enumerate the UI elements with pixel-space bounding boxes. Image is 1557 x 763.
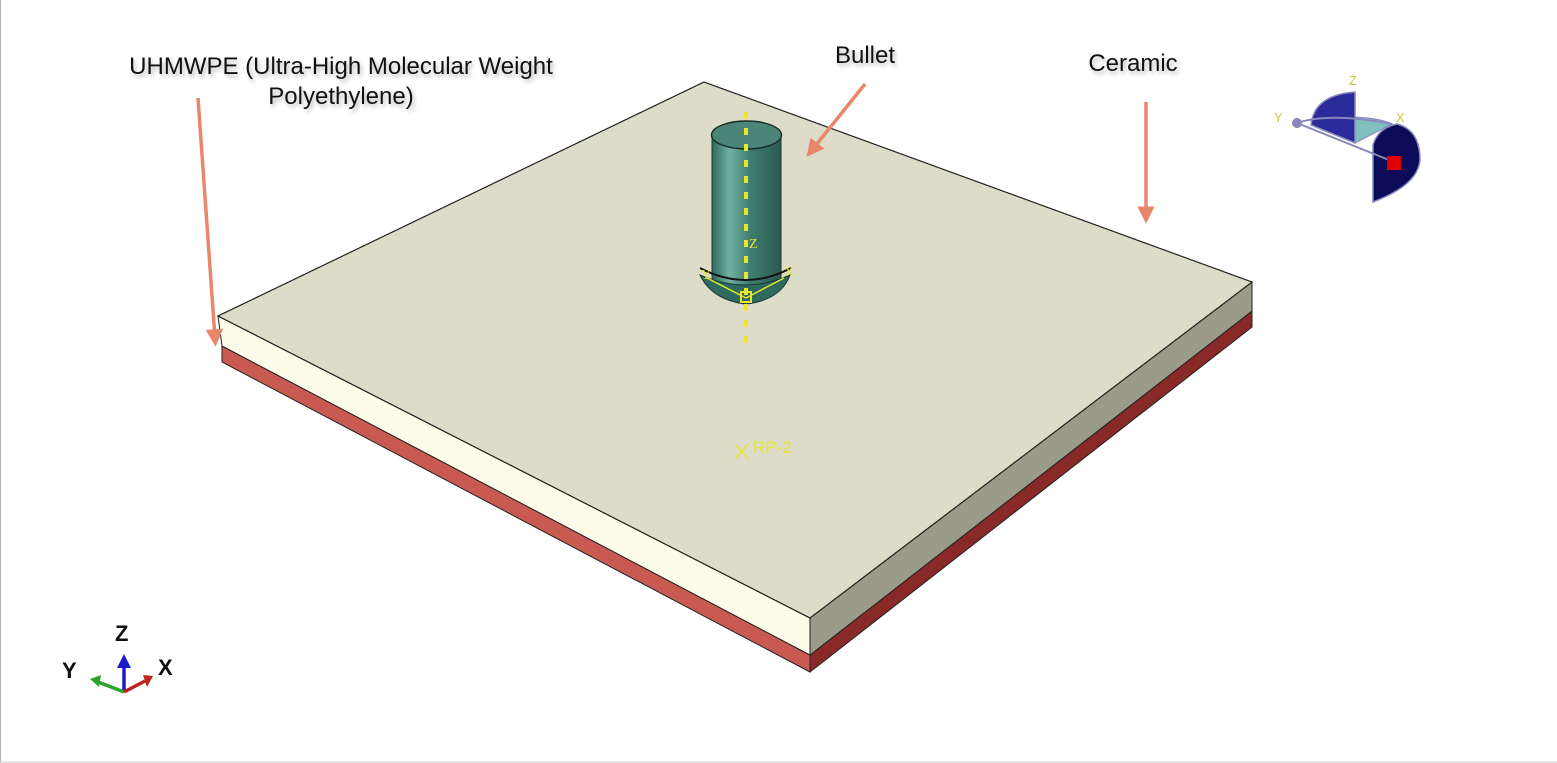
view-cube[interactable]: Z Y X bbox=[1274, 73, 1421, 204]
triad-y-label: Y bbox=[62, 658, 77, 683]
csys-z-label: Z bbox=[749, 237, 758, 252]
triad-y-axis bbox=[97, 680, 125, 694]
triad-z-label: Z bbox=[115, 621, 129, 646]
ceramic-annotation: Ceramic bbox=[1088, 50, 1178, 77]
bullet-annotation: Bullet bbox=[834, 42, 896, 69]
uhmwpe-annotation: UHMWPE (Ultra-High Molecular Weight Poly… bbox=[96, 52, 586, 112]
bullet-csys: Z X Y bbox=[701, 237, 794, 303]
view-cube-z-label: Z bbox=[1349, 73, 1357, 88]
uhmwpe-annotation-line1: UHMWPE (Ultra-High Molecular Weight bbox=[129, 53, 553, 80]
ceramic-plate[interactable] bbox=[216, 81, 1254, 657]
uhmwpe-layer[interactable] bbox=[221, 309, 1253, 674]
global-triad bbox=[90, 654, 153, 694]
view-cube-x-label: X bbox=[1396, 110, 1405, 125]
reference-point-label: RP-2 bbox=[753, 438, 792, 457]
triad-x-label: X bbox=[158, 655, 173, 680]
uhmwpe-arrow bbox=[196, 97, 224, 347]
uhmwpe-annotation-line2: Polyethylene) bbox=[268, 83, 414, 110]
ceramic-top-face bbox=[216, 81, 1254, 619]
csys-y-label: Y bbox=[701, 268, 711, 283]
csys-x-label: X bbox=[784, 265, 794, 280]
triad-x-axis bbox=[123, 679, 146, 694]
view-cube-y-label: Y bbox=[1274, 110, 1283, 125]
reference-point[interactable]: RP-2 bbox=[734, 438, 792, 460]
bullet-arrow bbox=[806, 82, 867, 157]
